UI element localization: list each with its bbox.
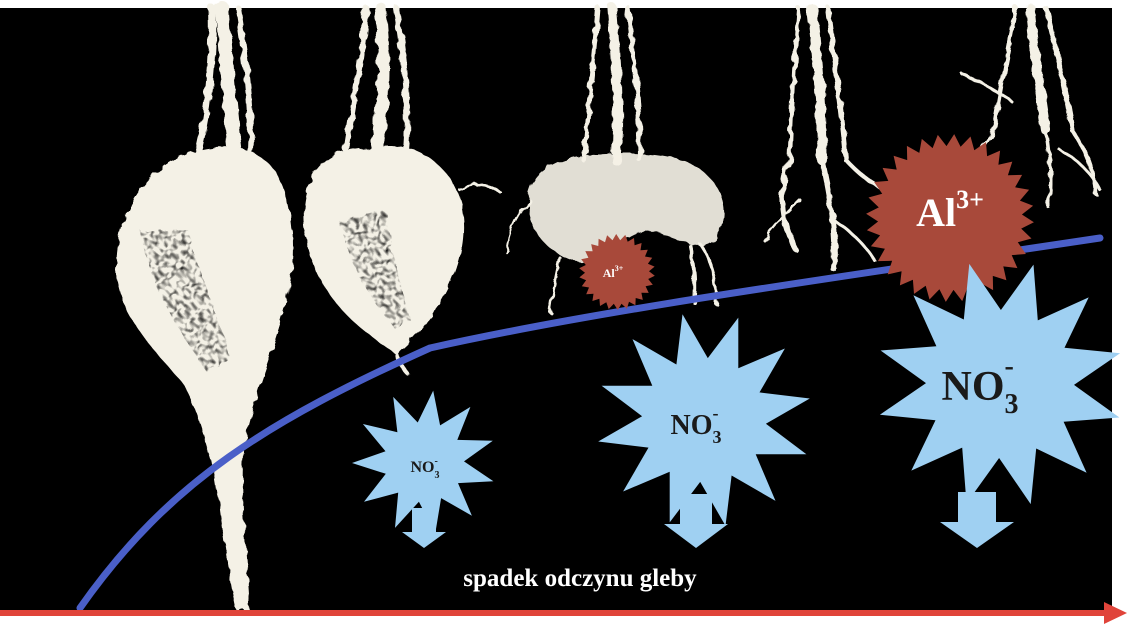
caption-text: spadek odczynu gleby bbox=[463, 565, 697, 592]
